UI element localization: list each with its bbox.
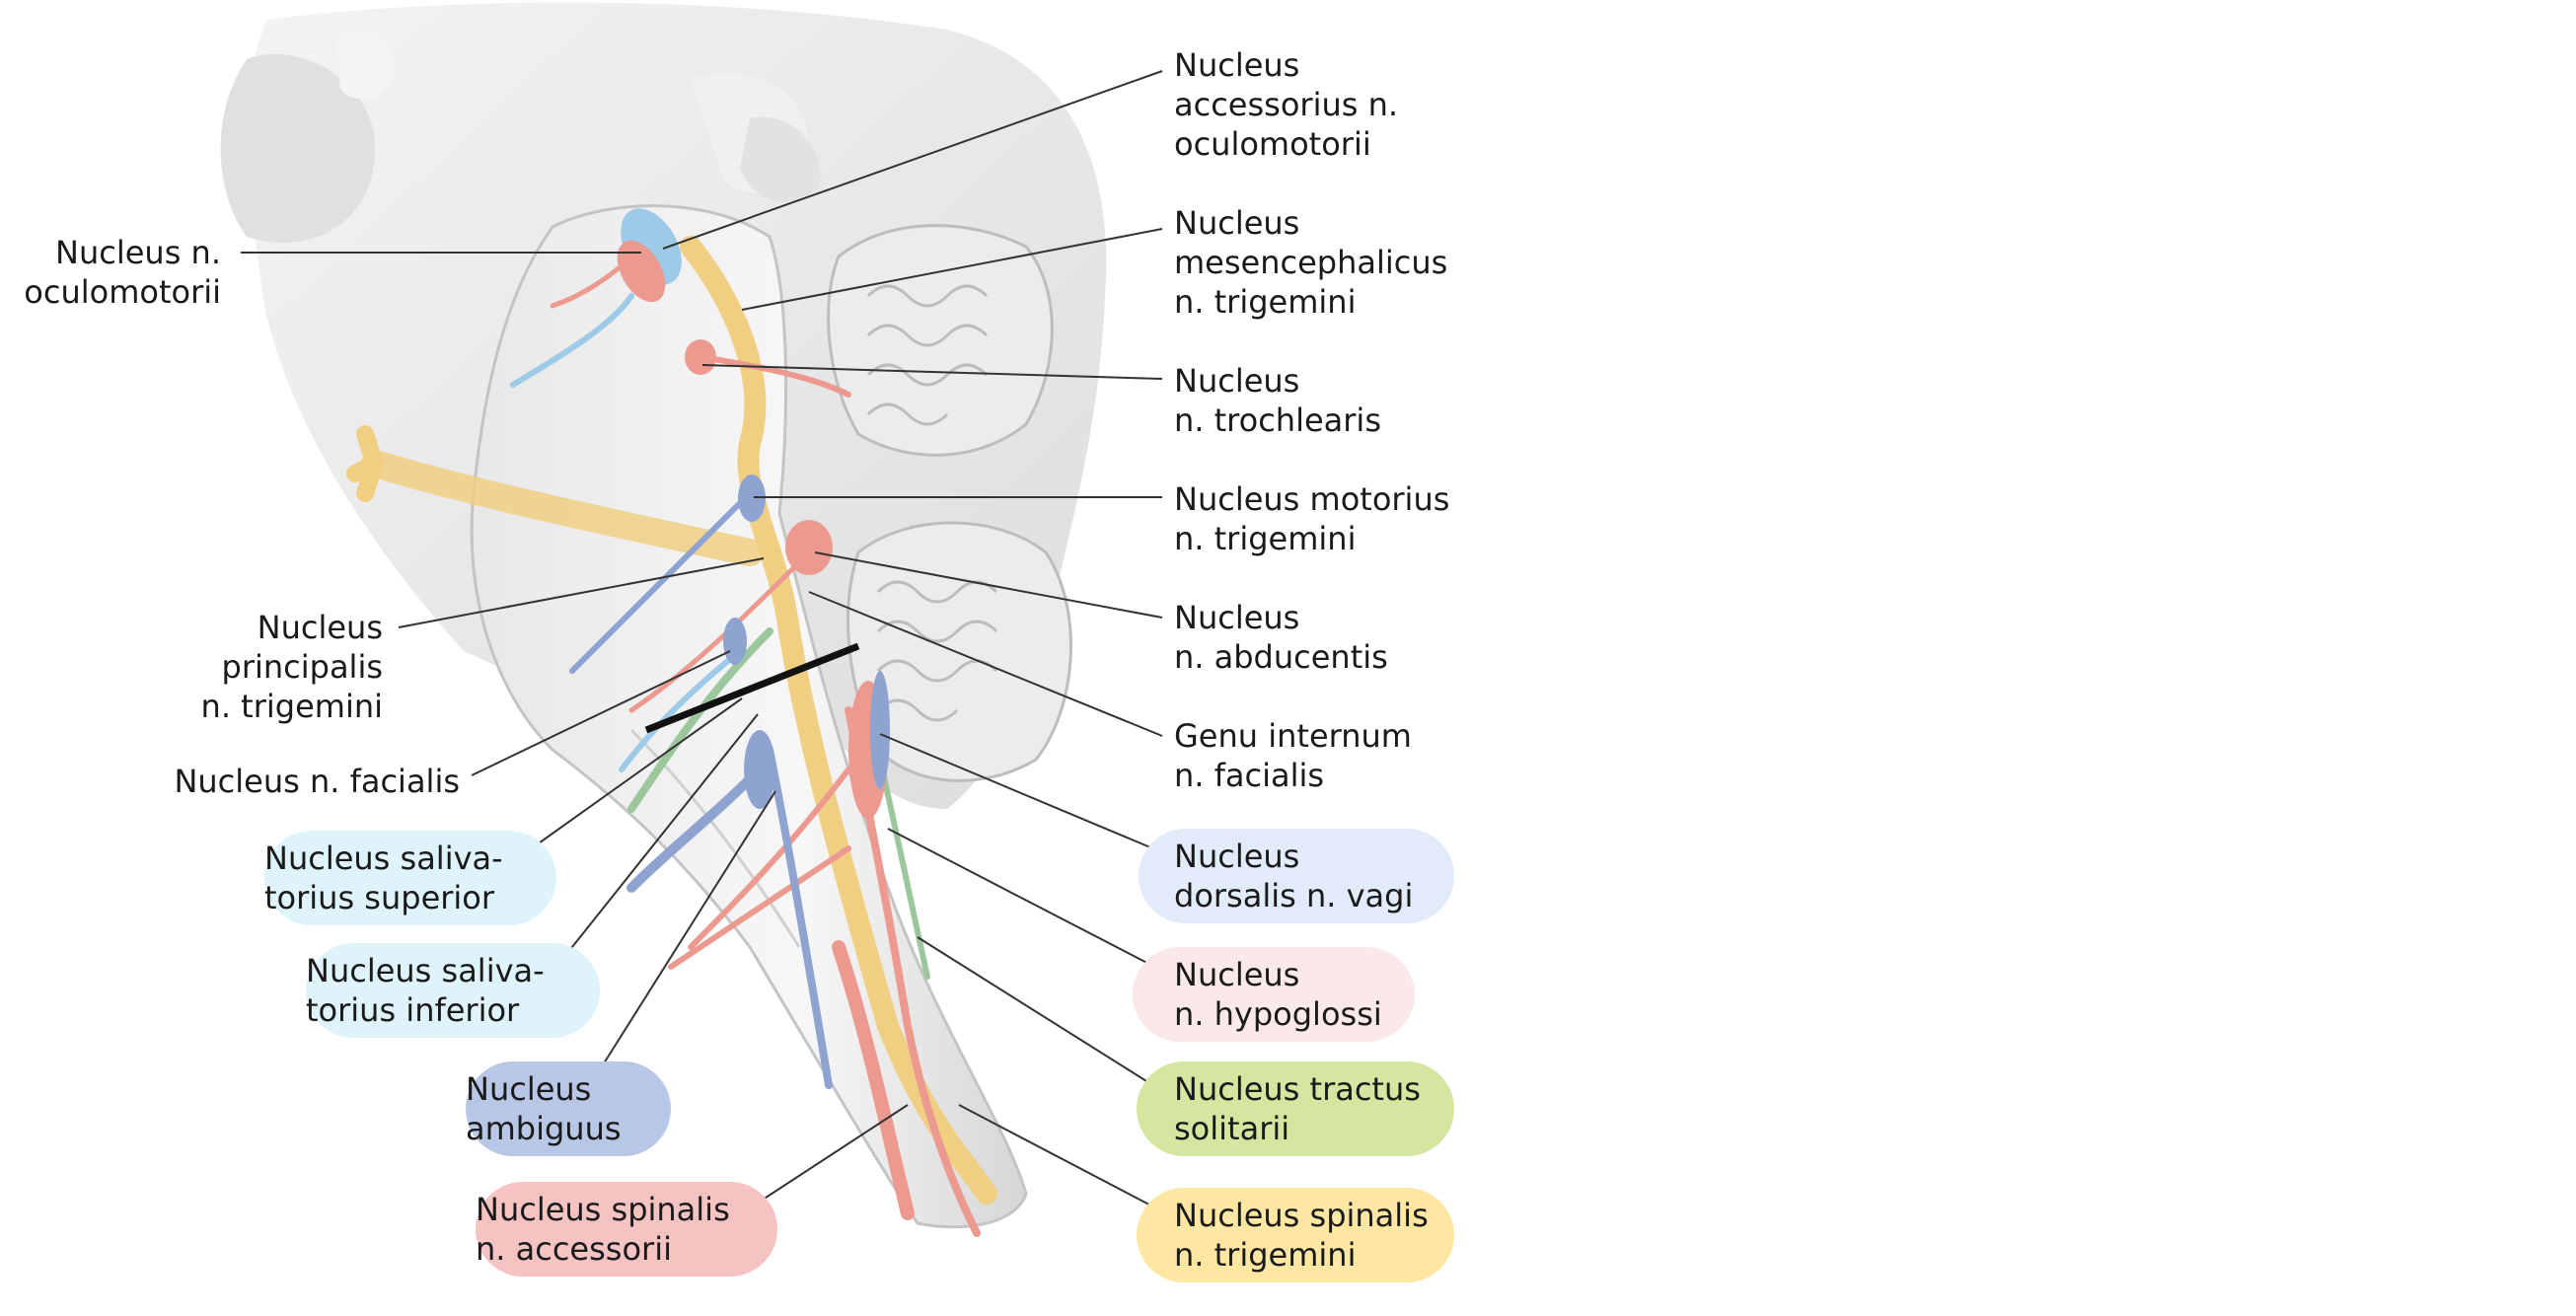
label-nucleus-trochlearis: Nucleus n. trochlearis: [1174, 362, 1381, 439]
pill-nucleus-spinalis-trigemini: Nucleus spinalis n. trigemini: [1137, 1188, 1454, 1282]
nuclei-shapes: [617, 208, 890, 819]
label-nucleus-oculomotorii: Nucleus n. oculomotorii: [24, 234, 221, 311]
label-genu-internum-facialis: Genu internum n. facialis: [1174, 717, 1412, 794]
pill-nucleus-salivatorius-inferior: Nucleus saliva- torius inferior: [306, 943, 600, 1038]
label-nucleus-mesencephalicus-trigemini: Nucleus mesencephalicus n. trigemini: [1174, 204, 1448, 321]
leader-lines: [241, 70, 1163, 1212]
label-nucleus-abducentis: Nucleus n. abducentis: [1174, 599, 1388, 676]
label-nucleus-facialis: Nucleus n. facialis: [174, 763, 460, 800]
pill-nucleus-spinalis-accessorii: Nucleus spinalis n. accessorii: [476, 1182, 777, 1277]
pill-nucleus-salivatorius-superior: Nucleus saliva- torius superior: [264, 831, 556, 925]
section-plane-line: [644, 642, 860, 734]
label-nucleus-motorius-trigemini: Nucleus motorius n. trigemini: [1174, 480, 1450, 557]
label-nucleus-accessorius-oculomotorii: Nucleus accessorius n. oculomotorii: [1174, 46, 1399, 163]
pill-nucleus-dorsalis-vagi: Nucleus dorsalis n. vagi: [1139, 829, 1454, 923]
label-nucleus-principalis-trigemini: Nucleus principalis n. trigemini: [200, 609, 383, 725]
pill-nucleus-hypoglossi: Nucleus n. hypoglossi: [1133, 947, 1415, 1042]
pill-nucleus-ambiguus: Nucleus ambiguus: [466, 1061, 671, 1156]
pill-nucleus-tractus-solitarii: Nucleus tractus solitarii: [1137, 1061, 1454, 1156]
brainstem-body: [470, 204, 1028, 1229]
